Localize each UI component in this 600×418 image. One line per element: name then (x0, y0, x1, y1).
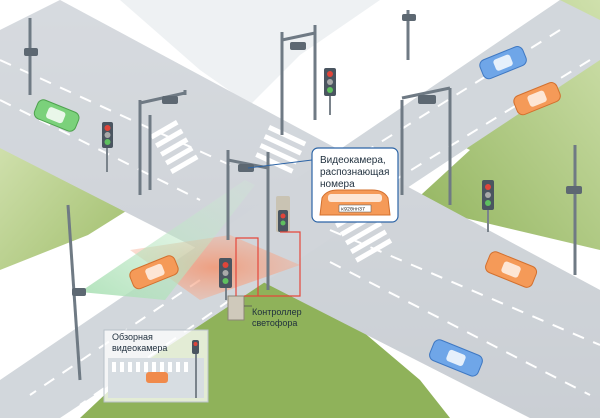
plate-camera-label-line3: номера (320, 179, 355, 190)
overview-camera-label-line1: Обзорная (112, 332, 153, 342)
controller-callout: Контроллер светофора (244, 305, 302, 328)
overview-camera-callout: Обзорная видеокамера (112, 332, 167, 353)
plate-camera-label-line2: распознающая (320, 167, 389, 178)
traffic-light-right (482, 180, 494, 232)
traffic-light-center (219, 258, 232, 300)
car-orange-top (513, 82, 561, 116)
gantry-camera-icon (162, 96, 178, 104)
plate-camera-icon (238, 164, 254, 172)
car-orange-center (129, 255, 179, 290)
controller-wire-b (244, 231, 301, 297)
car-blue-bottom (429, 339, 483, 377)
controller-label-line2: светофора (252, 318, 297, 328)
overview-camera-label-line2: видеокамера (112, 343, 167, 353)
car-front-icon: к920нн37 (319, 189, 391, 216)
gantry-right (400, 86, 452, 205)
gantry-top (280, 25, 317, 135)
street-camera-icon (566, 186, 582, 194)
overview-camera-beam (80, 180, 255, 300)
plate-number: к920нн37 (341, 207, 365, 213)
traffic-light-gantry (276, 196, 290, 232)
controller-label-line1: Контроллер (252, 307, 302, 317)
car-icon (146, 372, 168, 383)
street-camera-icon (24, 48, 38, 56)
overview-camera-icon (72, 288, 86, 296)
overview-camera-pole (66, 204, 86, 381)
controller-box-icon (227, 295, 245, 321)
plate-camera-label-line1: Видеокамера, (320, 155, 386, 166)
gantry-camera-icon (418, 95, 436, 104)
car-blue-top (479, 46, 527, 80)
traffic-light-top (324, 68, 336, 115)
street-camera-right (566, 145, 582, 275)
car-green (33, 99, 80, 132)
street-camera-left (24, 18, 38, 95)
plate-camera-callout: Видеокамера, распознающая номера к920нн3… (247, 147, 399, 223)
car-orange-right (485, 251, 538, 288)
street-camera-top-right (402, 10, 416, 60)
traffic-light-left (102, 122, 113, 172)
traffic-controller (227, 231, 301, 321)
overview-camera-inset (103, 329, 209, 403)
street-camera-icon (402, 14, 416, 21)
controller-wire (235, 237, 259, 296)
gantry-camera-icon (290, 42, 306, 50)
